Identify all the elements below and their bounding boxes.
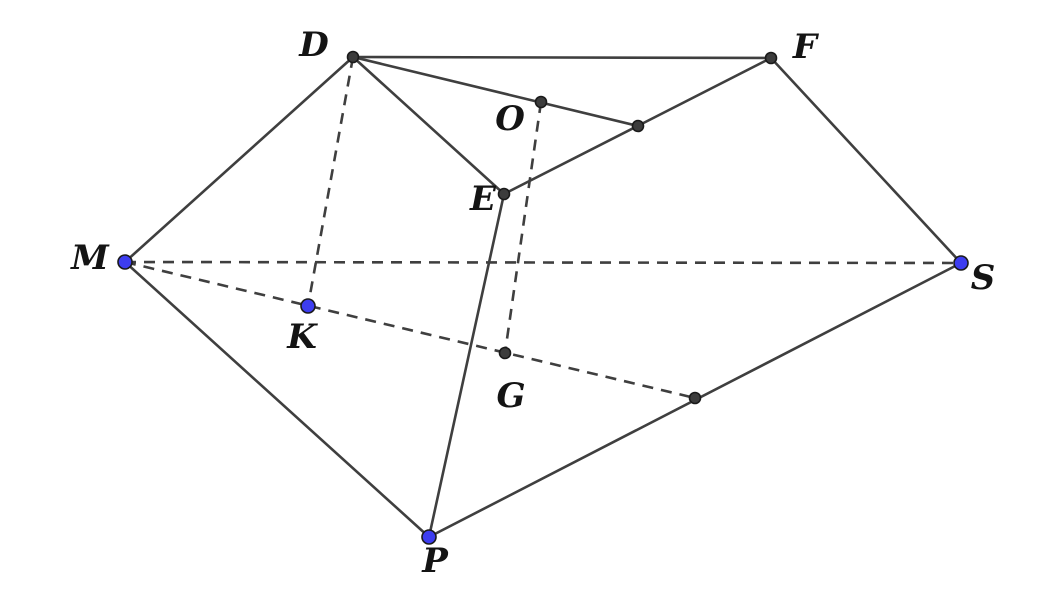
dashed-edge-D-K (306, 56, 355, 307)
edge-F-S (769, 56, 963, 265)
point-label-O: O (495, 99, 525, 139)
point-D[interactable] (346, 50, 360, 64)
dashed-edge-M-S (124, 260, 962, 265)
point-S[interactable] (953, 255, 969, 271)
point-E[interactable] (497, 187, 511, 201)
point-label-G: G (496, 376, 525, 416)
point-G[interactable] (498, 346, 512, 360)
edge-M-D (123, 55, 355, 264)
point-label-E: E (469, 179, 497, 219)
point-M[interactable] (117, 254, 133, 270)
point-label-S: S (971, 258, 996, 298)
edge-E-P (427, 192, 506, 539)
point-label-M: M (70, 238, 110, 278)
edge-D-F (351, 55, 773, 60)
point-K[interactable] (300, 298, 316, 314)
point-F[interactable] (764, 51, 778, 65)
edge-D-EF1 (351, 55, 640, 128)
dashed-edge-M-PS1 (124, 260, 696, 400)
point-PS1[interactable] (688, 391, 702, 405)
point-label-P: P (421, 541, 449, 581)
dashed-edge-O-G (503, 101, 543, 354)
point-label-K: K (286, 317, 318, 357)
edge-P-M (123, 260, 431, 539)
point-P[interactable] (421, 529, 437, 545)
point-label-D: D (298, 25, 329, 65)
edge-D-E (351, 55, 506, 196)
point-EF1[interactable] (631, 119, 645, 133)
point-O[interactable] (534, 95, 548, 109)
point-label-F: F (792, 27, 820, 67)
